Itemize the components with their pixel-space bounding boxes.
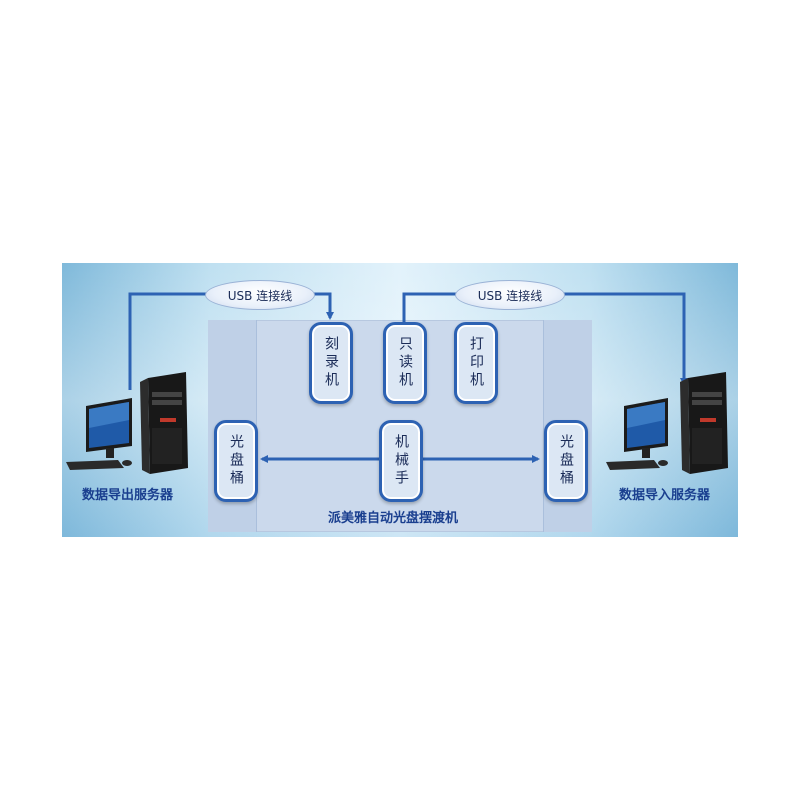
reader-box: 只读机 — [383, 322, 427, 404]
export-server-label: 数据导出服务器 — [82, 488, 174, 503]
usb-left-text: USB 连接线 — [227, 288, 293, 303]
disc-bin-right-box: 光盘桶 — [544, 420, 588, 502]
disc-bin-left-box: 光盘桶 — [214, 420, 258, 502]
printer-label: 打印机 — [468, 336, 484, 390]
import-server-label: 数据导入服务器 — [619, 488, 711, 503]
usb-cable-label-left: USB 连接线 — [205, 280, 315, 310]
machine-name-label: 派美雅自动光盘摆渡机 — [328, 511, 459, 526]
disc-bin-right-label: 光盘桶 — [558, 434, 574, 488]
disc-bin-left-label: 光盘桶 — [228, 434, 244, 488]
reader-label: 只读机 — [397, 336, 413, 390]
printer-box: 打印机 — [454, 322, 498, 404]
robot-arm-label: 机械手 — [393, 434, 409, 488]
usb-cable-label-right: USB 连接线 — [455, 280, 565, 310]
robot-arm-box: 机械手 — [379, 420, 423, 502]
usb-right-text: USB 连接线 — [477, 288, 543, 303]
burner-box: 刻录机 — [309, 322, 353, 404]
burner-label: 刻录机 — [323, 336, 339, 390]
